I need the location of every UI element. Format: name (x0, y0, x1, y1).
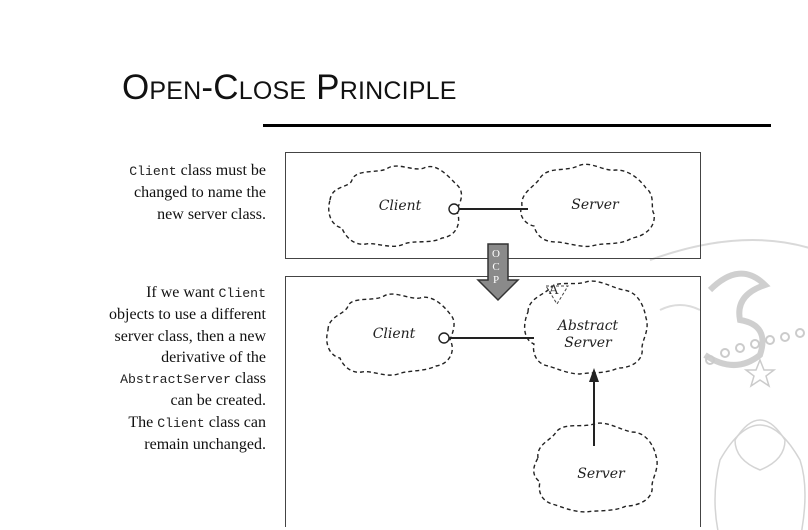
note-top: Client class must be changed to name the… (116, 160, 266, 225)
note-bottom-mid2: class can be created. (170, 370, 266, 410)
navigability-circle (438, 332, 450, 344)
note-top-text: class must be changed to name the new se… (134, 162, 266, 223)
client-cloud (328, 165, 463, 247)
abstract-label-line2: Server (564, 335, 612, 351)
abstract-server-cloud (523, 280, 648, 375)
abstract-badge: A (549, 283, 559, 298)
abstract-triangle (545, 285, 569, 305)
server-cloud (520, 163, 655, 248)
note-bottom-lead: If we want (146, 284, 219, 301)
code-client: Client (218, 286, 266, 301)
code-client: Client (157, 415, 205, 431)
code-client: Client (129, 164, 177, 179)
note-bottom: If we want Client objects to use a diffe… (106, 282, 266, 455)
server-cloud (533, 422, 658, 513)
ocp-arrow (476, 243, 520, 302)
ocp-letter: P (492, 274, 500, 286)
note-bottom-tail: class can remain unchanged. (144, 413, 266, 454)
abstract-server-label: Abstract Server (548, 318, 628, 352)
title-underline (263, 124, 771, 127)
note-bottom-lead2: The (128, 413, 158, 431)
inheritance-arrowhead (589, 368, 599, 382)
client-cloud (326, 293, 455, 376)
server-label: Server (577, 466, 625, 482)
slide-title: Open-Close Principle (122, 68, 457, 107)
navigability-circle (448, 203, 460, 215)
server-label: Server (571, 197, 619, 213)
code-abstractserver: AbstractServer (120, 372, 231, 388)
ocp-letter: C (492, 261, 500, 273)
abstract-label-line1: Abstract (557, 318, 619, 334)
client-label: Client (378, 198, 422, 214)
university-seal-watermark (649, 239, 808, 530)
client-label: Client (372, 326, 416, 342)
ocp-letter: O (492, 248, 500, 260)
note-bottom-mid1: objects to use a different server class,… (109, 306, 266, 366)
